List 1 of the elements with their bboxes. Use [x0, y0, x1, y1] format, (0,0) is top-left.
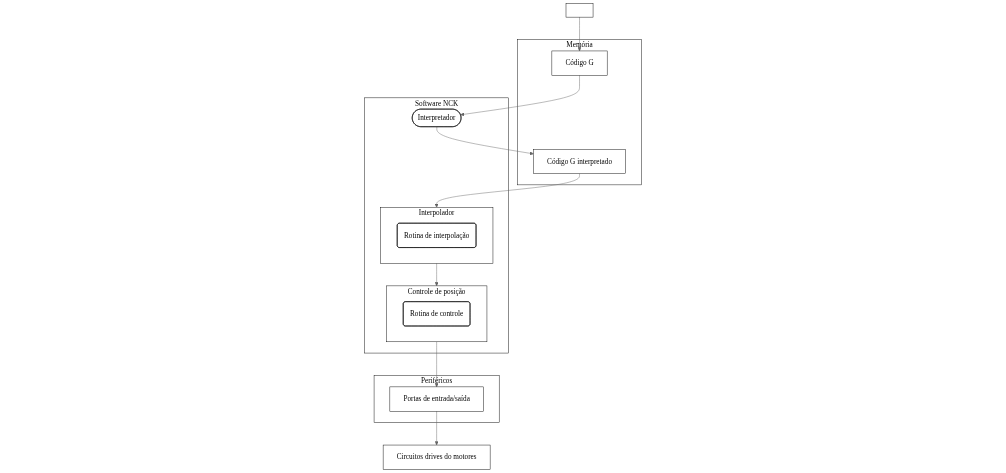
node-box — [565, 3, 594, 18]
